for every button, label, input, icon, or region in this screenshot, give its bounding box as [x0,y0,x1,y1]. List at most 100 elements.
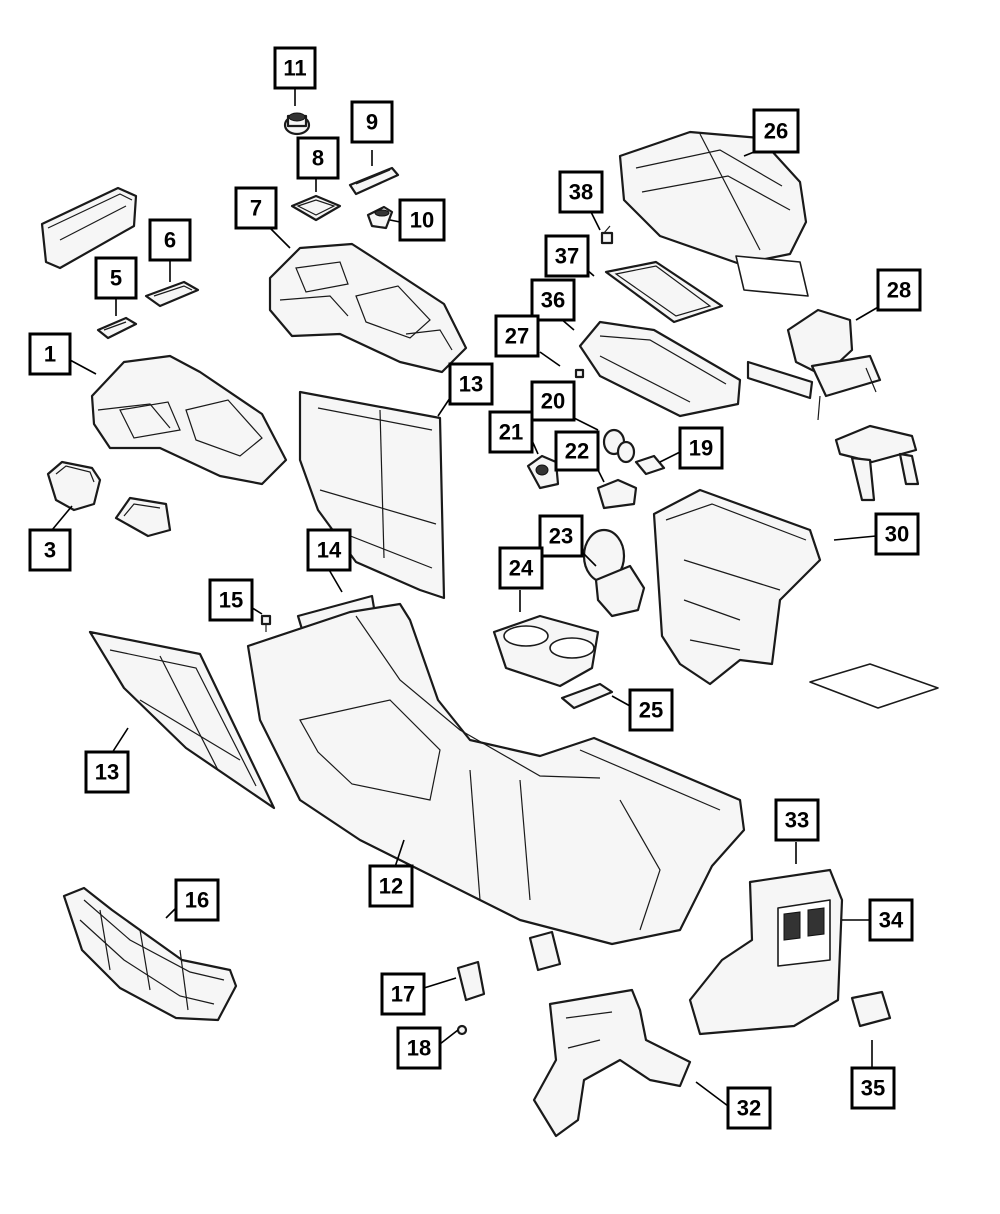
part-17-cover [456,960,486,1002]
callout-23-label: 23 [549,524,573,549]
callout-5-label: 5 [110,266,122,291]
part-32-bracket [532,988,692,1138]
callout-21-label: 21 [499,420,523,445]
part-24-cup-holder [492,614,600,688]
callout-3-label: 3 [44,538,56,563]
part-13-side-panel-upper [298,390,446,600]
part-27-clip [574,368,585,379]
callout-34: 34 [868,898,914,942]
callout-18: 18 [396,1026,442,1070]
callout-19-label: 19 [689,436,713,461]
callout-21: 21 [488,410,534,454]
callout-20: 20 [530,380,576,422]
part-8-mat [290,194,342,222]
callout-20-label: 20 [541,389,565,414]
part-22-usb [596,478,638,510]
callout-13-lower: 13 [84,750,130,794]
callout-1: 1 [28,332,72,376]
callout-17-label: 17 [391,982,415,1007]
part-23-cup-lid [582,528,646,618]
callout-15-label: 15 [219,588,243,613]
part-20-outlet [602,428,636,464]
callout-19: 19 [678,426,724,470]
callout-10-label: 10 [410,208,434,233]
part-38-clip [600,225,614,245]
callout-23: 23 [538,514,584,558]
part-26-armrest-lid [618,130,809,297]
callout-11-label: 11 [283,56,306,81]
part-3-cup-insert [46,460,102,512]
part-35-switch [850,990,892,1028]
callout-27-label: 27 [505,324,529,349]
part-13-side-panel-lower [88,630,276,810]
callout-38-label: 38 [569,180,593,205]
callout-37-label: 37 [555,244,579,269]
callout-5: 5 [94,256,138,300]
part-16-mesh-net [62,886,238,1022]
callout-8-label: 8 [312,146,324,171]
callout-6: 6 [148,218,192,262]
part-5-pad [96,316,138,340]
callout-10: 10 [398,198,446,242]
callout-9: 9 [350,100,394,144]
part-30-rear-bin [652,488,822,686]
callout-16-label: 16 [185,888,209,913]
callout-22-label: 22 [565,439,589,464]
part-15-screw [260,614,272,632]
callout-37: 37 [544,234,590,278]
part-1-bezel [90,354,288,486]
part-7-bezel [268,242,468,374]
part-bracket [528,930,562,972]
callout-7-label: 7 [250,196,262,221]
callout-9-label: 9 [366,110,378,135]
callout-24-label: 24 [509,556,534,581]
callout-14-label: 14 [317,538,342,563]
callout-30-label: 30 [885,522,909,547]
part-36-armrest-bin [578,320,742,418]
callout-16: 16 [174,878,220,922]
callout-35: 35 [850,1066,896,1110]
part-bezel-insert [114,496,172,538]
callout-26-label: 26 [764,119,788,144]
part-33-rear-panel [688,868,844,1036]
callout-33: 33 [774,798,820,842]
part-21-socket [526,454,560,490]
callout-36-label: 36 [541,288,565,313]
callout-1-label: 1 [44,342,56,367]
callout-26: 26 [752,108,800,154]
part-floor-mat [809,663,939,709]
callout-24: 24 [498,546,544,590]
part-10-clip [366,205,394,230]
callout-28: 28 [876,268,922,312]
part-19-plug [634,454,666,476]
callout-7: 7 [234,186,278,230]
part-25-bezel [560,682,614,710]
callout-12: 12 [368,864,414,908]
callout-13-lower-label: 13 [95,760,119,785]
callout-36: 36 [530,278,576,322]
part-latch-bracket [834,424,920,502]
callout-25-label: 25 [639,698,663,723]
callout-25: 25 [628,688,674,732]
callout-8: 8 [296,136,340,180]
callout-38: 38 [558,170,604,214]
part-11-grommet [283,112,311,136]
part-storage-bin [40,186,138,270]
callout-15: 15 [208,578,254,622]
callout-13-upper-label: 13 [459,372,483,397]
part-37-mat [604,260,724,324]
callout-6-label: 6 [164,228,176,253]
callout-14: 14 [306,528,352,572]
callout-22: 22 [554,430,600,472]
callout-3: 3 [28,528,72,572]
callout-33-label: 33 [785,808,809,833]
part-28-hinge [746,308,882,421]
callout-32: 32 [726,1086,772,1130]
callout-13-upper: 13 [448,362,494,406]
part-6-pad [144,280,200,308]
callout-28-label: 28 [887,278,911,303]
part-18-screw [456,1024,468,1036]
callout-18-label: 18 [407,1036,431,1061]
callout-27: 27 [494,314,540,358]
callout-12-label: 12 [379,874,403,899]
